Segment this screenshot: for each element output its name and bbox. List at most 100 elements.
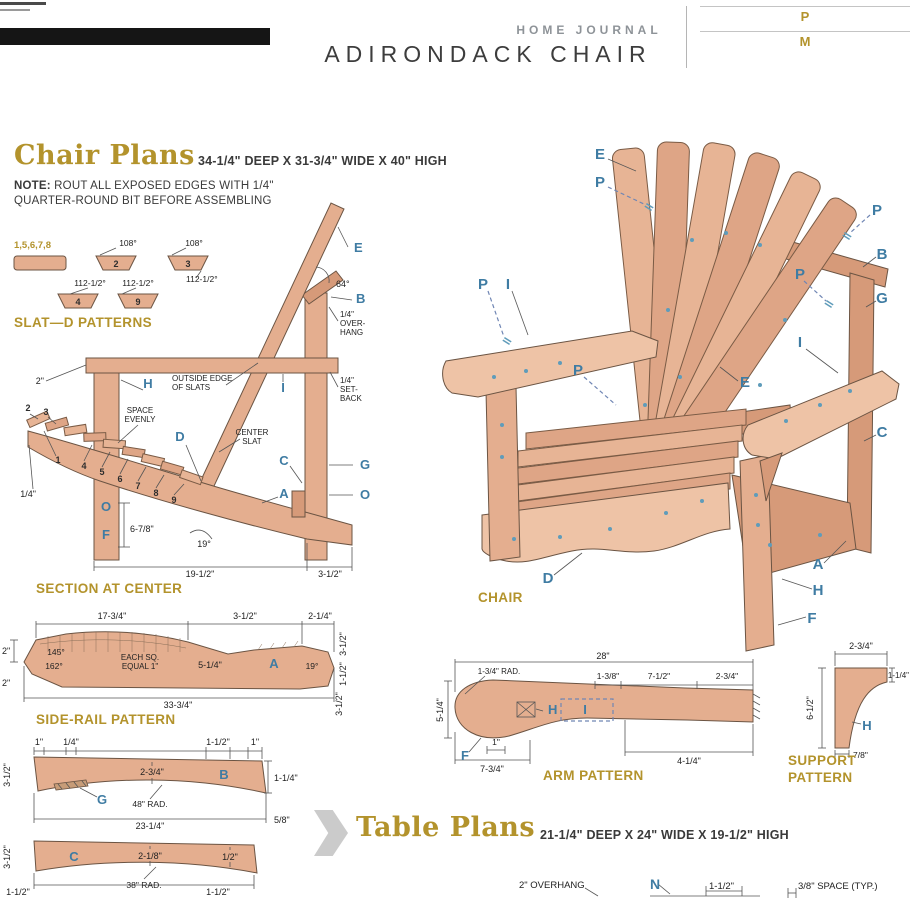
support-pattern-drawing: 2-3/4" 1-1/4" 6-1/2" H 7/8" [805,641,909,760]
dim-1-2: 1/2" [222,852,238,862]
slat-num-2: 2 [113,259,118,269]
dim-1-arm: 1" [492,737,500,747]
dim-33-3-4: 33-3/4" [164,700,193,710]
fragment-dimension-lines [584,883,797,898]
dim-1-1-2-top: 1-1/2" [206,737,230,747]
stretcher-b-dimension-lines [33,747,272,823]
dim-2-3-4: 2-3/4" [140,767,164,777]
dim-2in: 2" [36,376,44,386]
arm-support-right [759,452,783,502]
chair-callout-a: A [813,556,824,573]
chair-callout-i2: I [798,334,802,351]
chair-callout-p4: P [795,266,805,283]
angle-112-b: 112-1/2° [122,278,154,288]
table-plan-fragment-lines [584,883,797,898]
chair-callout-d: D [543,570,554,587]
callout-c: C [279,453,289,468]
table-plans-dimensions: 21-1/4" DEEP X 24" WIDE X 19-1/2" HIGH [540,828,789,842]
dim-1-1-4: 1-1/4" [274,773,298,783]
seat-slat [121,445,146,459]
support-label-line1: SUPPORT [788,753,857,768]
slat-piece-group [13,255,67,271]
arm-callout-i: I [583,702,587,717]
space-evenly-line1: SPACE [127,406,154,415]
slat-num-4: 4 [75,297,80,307]
chair-callout-f: F [807,610,816,627]
setback-line2: SET- [340,385,358,394]
dim-2-left-bottom: 2" [2,678,10,688]
chair-callout-p5: P [573,362,583,379]
slat-num-9: 9 [135,297,140,307]
dim-1-1-2-right: 1-1/2" [338,662,348,686]
callout-f: F [102,527,110,542]
brand-title: HOME JOURNAL [516,23,662,37]
dim-2-3-4-support: 2-3/4" [849,641,873,651]
marker-rule-bottom [700,31,910,32]
header-divider [686,6,687,68]
support-outline [834,667,888,749]
arm-callout-f: F [461,748,469,763]
dim-2-1-8: 2-1/8" [138,851,162,861]
support-callout-h: H [862,718,871,733]
chair-callout-h: H [813,582,824,599]
arm-right [742,370,900,460]
callout-a-rail: A [269,656,279,671]
slat-n4: 4 [81,461,86,471]
dim-quarter: 1/4" [20,489,36,499]
rear-seat-support [291,490,306,518]
slat-n2: 2 [25,403,30,413]
callout-b: B [356,291,365,306]
stretcher-c-outline [33,840,258,874]
callout-h: H [143,376,152,391]
chair-callout-g: G [876,290,888,307]
arm-left [442,330,659,398]
chair-callout-p2: P [872,202,882,219]
seat-slats [493,408,747,522]
dim-1-1-4-support: 1-1/4" [888,671,909,680]
callout-d: D [175,429,184,444]
side-rail-dimension-lines [10,621,335,702]
side-rail-label: SIDE-RAIL PATTERN [36,712,176,727]
callout-e: E [354,240,363,255]
angle-112-a: 112-1/2° [74,278,106,288]
chair-plans-note: NOTE: ROUT ALL EXPOSED EDGES WITH 1/4" Q… [14,179,274,209]
section-chevron-icon [314,810,348,856]
rad-38: 38" RAD. [126,880,161,890]
chair-callout-e2: E [740,374,750,391]
dim-2-left-top: 2" [2,646,10,656]
seat-board [525,408,747,450]
dim-2-1-4: 2-1/4" [308,611,332,621]
arm-dimension-lines [444,659,761,764]
marker-rule-top [700,6,910,7]
page-marker-m: M [799,34,811,49]
slat-n9: 9 [171,495,176,505]
callout-o-left: O [101,499,111,514]
chair-plans-title: Chair Plans [14,140,195,171]
slat-patterns-drawing: 1,5,6,7,8 2 108° 3 108° 112-1/2° 112-1/2… [13,238,218,309]
side-rail-side-view [27,430,353,546]
chair-callout-p1: P [595,174,605,191]
header-black-bar [0,28,270,45]
arm-outline [454,679,754,739]
angle-162: 162° [45,661,63,671]
dim-5-1-4-arm: 5-1/4" [435,698,445,722]
seat-slat [44,416,70,432]
angle-19-rail: 19° [306,661,319,671]
dim-28: 28" [596,651,609,661]
frag-overhang: 2" OVERHANG [519,880,585,891]
arm-side-view [85,357,339,374]
dim-1-a: 1" [35,737,43,747]
dim-7-8: 7/8" [853,750,868,760]
slat-n8: 8 [153,488,158,498]
frag-1-1-2: 1-1/2" [709,881,735,892]
dim-19-1-2: 19-1/2" [186,569,215,579]
chair-label: CHAIR [478,590,523,605]
dim-3-1-2-c: 3-1/2" [2,845,12,869]
callout-o-right: O [360,487,370,502]
side-rail-drawing: 17-3/4" 3-1/2" 2-1/4" 2" 2" 145° 162° EA… [2,611,348,716]
top-left-mark [0,2,46,5]
slat-n1: 1 [55,455,60,465]
dim-7-1-2: 7-1/2" [648,671,670,681]
each-sq-line2: EQUAL 1" [122,662,158,671]
